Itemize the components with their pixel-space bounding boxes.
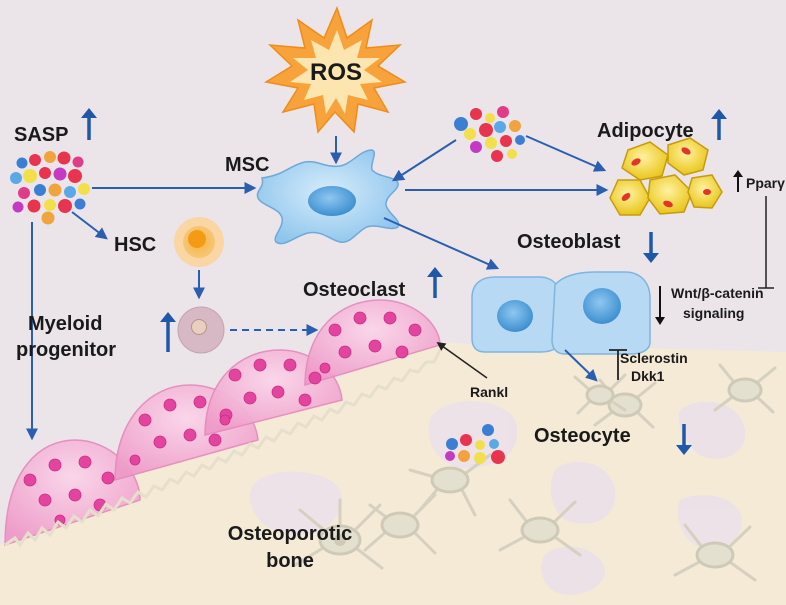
cluster-to-adipocyte-arrow (525, 135, 607, 172)
bone-label-line2: bone (266, 550, 314, 572)
myeloid-cell-icon (177, 306, 225, 354)
rankl-arrow (436, 341, 488, 379)
cluster-to-msc-arrow (391, 139, 457, 182)
sasp-to-hsc-arrow (71, 211, 108, 240)
osteoblast-to-osteocyte-arrow (564, 349, 598, 382)
inhibition-bar-icon (758, 196, 774, 289)
osteoblast-cell-icon (471, 271, 651, 355)
up-arrow-icon (81, 108, 97, 140)
msc-to-osteoblast-arrow (383, 217, 500, 270)
msc-label: MSC (225, 154, 269, 176)
dkk1-label: Dkk1 (631, 368, 665, 384)
ros-burst-icon (263, 5, 408, 134)
msc-cell-icon (256, 149, 400, 245)
ros-label: ROS (310, 59, 362, 86)
inhibition-bar-icon (609, 349, 627, 380)
ruffled-border (4, 349, 442, 548)
myeloid-label-line2: progenitor (16, 339, 116, 361)
osteoclast-label: Osteoclast (303, 279, 406, 301)
down-arrow-icon (676, 424, 692, 455)
up-arrow-icon (733, 170, 743, 192)
bone-matrix (0, 340, 786, 605)
adipocyte-nuclei (621, 147, 711, 208)
osteoblast-label: Osteoblast (517, 231, 621, 253)
bone-label-line1: Osteoporotic (228, 523, 352, 545)
ppar-label: Pparγ (746, 175, 785, 191)
rankl-label: Rankl (470, 384, 508, 400)
particle-cluster-icon (445, 424, 505, 464)
particle-cluster-icon (10, 151, 90, 225)
myeloid-label-line1: Myeloid (28, 313, 102, 335)
up-arrow-icon (160, 312, 176, 352)
up-arrow-icon (711, 109, 727, 140)
osteocyte-cell-icon (293, 363, 777, 582)
adipocyte-label: Adipocyte (597, 120, 694, 142)
osteoclast-nuclei (23, 311, 422, 526)
particle-cluster-icon (454, 106, 525, 162)
up-arrow-icon (427, 267, 443, 298)
sasp-label: SASP (14, 124, 68, 146)
hsc-label: HSC (114, 234, 156, 256)
hsc-cell-icon (174, 217, 224, 267)
down-arrow-icon (655, 286, 665, 325)
wnt-label-line2: signaling (683, 305, 744, 321)
osteocyte-label: Osteocyte (534, 425, 631, 447)
down-arrow-icon (643, 232, 659, 263)
wnt-label-line1: Wnt/β-catenin (671, 285, 764, 301)
sclerostin-label: Sclerostin (620, 350, 688, 366)
